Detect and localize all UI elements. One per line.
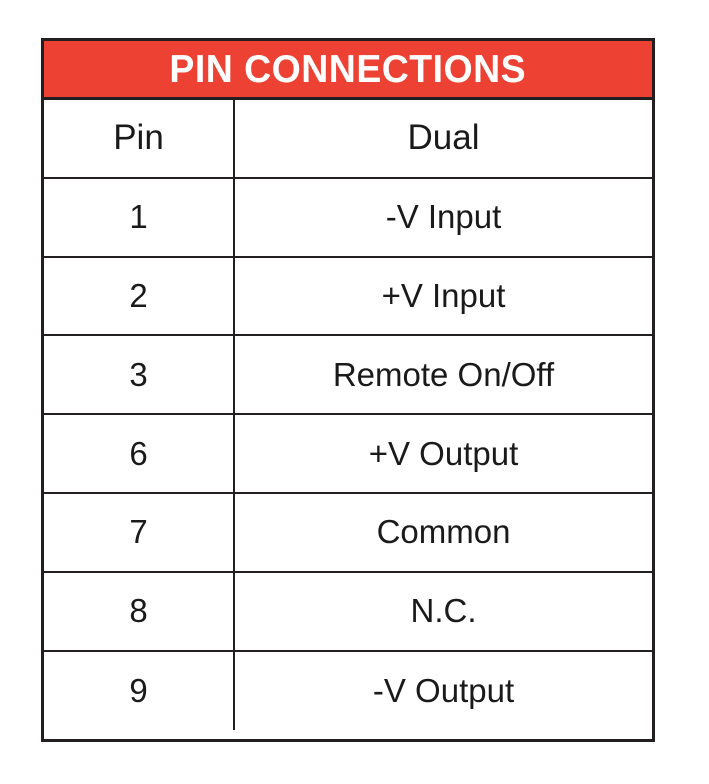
cell-pin: 1 [44,178,235,256]
table-row: 7 Common [44,493,652,573]
cell-pin: 8 [44,572,235,650]
cell-pin: 9 [44,651,235,731]
cell-dual: Common [376,513,511,551]
table-grid: Pin Dual 1 -V Input 2 +V Input 3 Remote … [44,100,652,739]
cell-pin: 6 [44,415,235,492]
table-row: 9 -V Output [44,651,652,731]
cell-pin: 3 [44,336,235,414]
column-header-pin: Pin [44,100,235,177]
cell-dual: -V Input [385,198,502,236]
cell-pin: 7 [44,493,235,571]
table-row: 3 Remote On/Off [44,336,652,416]
cell-dual: Remote On/Off [332,355,555,393]
table-title-banner: PIN CONNECTIONS [44,41,652,100]
pin-connections-table: PIN CONNECTIONS Pin Dual 1 -V Input 2 +V… [41,38,655,742]
cell-dual: +V Output [368,434,519,472]
cell-pin: 2 [44,257,235,335]
cell-dual: N.C. [410,592,477,630]
cell-dual: -V Output [372,671,515,709]
cell-dual: +V Input [381,276,506,314]
table-row: 6 +V Output [44,415,652,494]
table-row: 2 +V Input [44,257,652,337]
table-header-row: Pin Dual [44,100,652,179]
table-title: PIN CONNECTIONS [169,47,527,91]
table-row: 1 -V Input [44,178,652,258]
column-header-dual: Dual [407,118,480,158]
table-row: 8 N.C. [44,572,652,652]
